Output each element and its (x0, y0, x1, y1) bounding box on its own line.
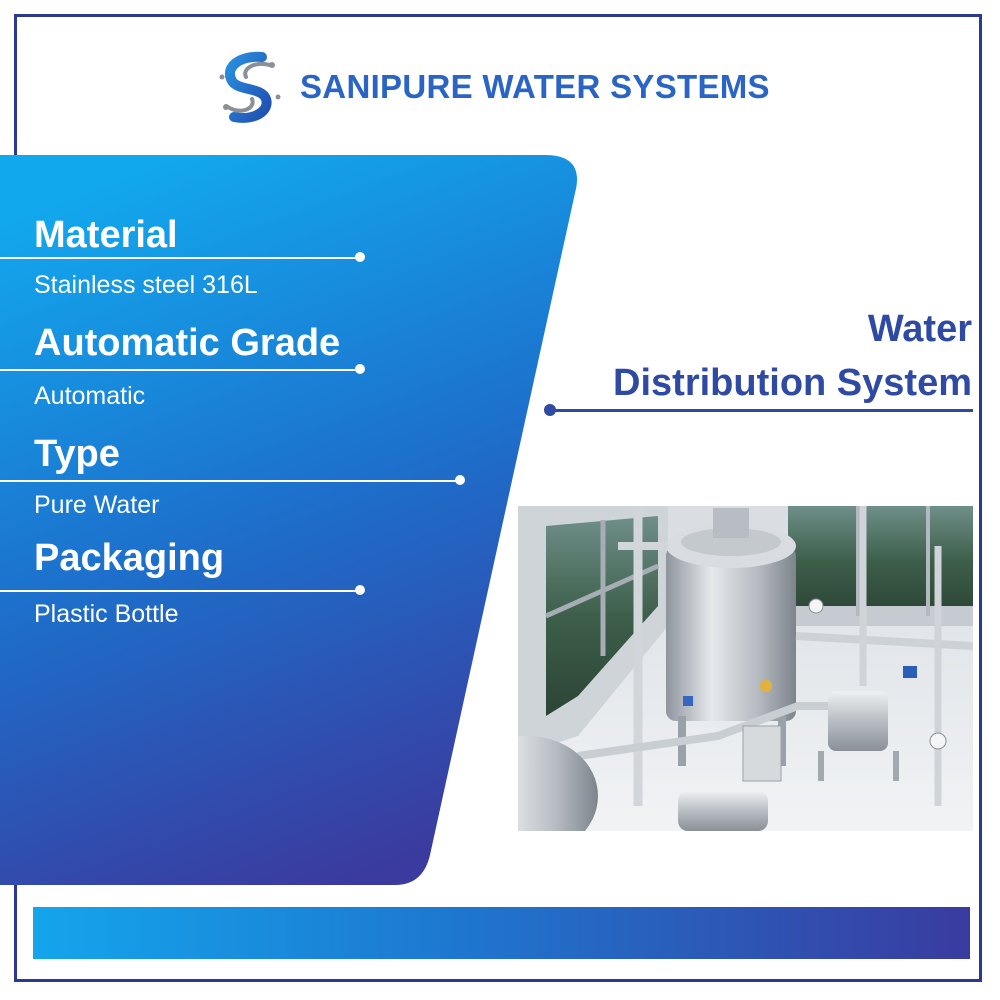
spec-value: Plastic Bottle (34, 600, 179, 628)
spec-divider-dot (355, 364, 365, 374)
spec-title: Automatic Grade (34, 322, 341, 364)
spec-divider (0, 369, 358, 371)
spec-type-value: Pure Water (34, 490, 160, 520)
spec-value: Pure Water (34, 491, 160, 519)
spec-divider (0, 590, 358, 592)
product-title-line1: Water (867, 308, 972, 350)
spec-type: Type (34, 432, 120, 476)
spec-material: Material (34, 213, 178, 257)
title-underline (549, 409, 973, 412)
specs-panel: Material Stainless steel 316L Automatic … (0, 155, 600, 885)
title-underline-dot (544, 404, 556, 416)
spec-value: Stainless steel 316L (34, 271, 258, 299)
product-photo-illustration (518, 506, 973, 831)
spec-title: Material (34, 214, 178, 256)
spec-title: Type (34, 433, 120, 475)
spec-divider (0, 257, 358, 259)
spec-material-value: Stainless steel 316L (34, 270, 258, 300)
footer-gradient-bar (33, 907, 970, 959)
spec-packaging: Packaging (34, 536, 224, 580)
spec-title: Packaging (34, 537, 225, 579)
spec-divider-dot (355, 252, 365, 262)
industrial-water-plant-photo (518, 506, 973, 831)
panel-background (0, 155, 577, 885)
spec-packaging-value: Plastic Bottle (34, 599, 179, 629)
product-title-line2: Distribution System (613, 362, 972, 404)
product-title: Water Distribution System (613, 302, 972, 410)
swirl-s-logo-icon (219, 51, 281, 123)
brand-logo: SANIPURE WATER SYSTEMS (210, 42, 770, 132)
spec-automatic-grade-value: Automatic (34, 381, 145, 411)
spec-automatic-grade: Automatic Grade (34, 321, 340, 365)
spec-value: Automatic (34, 382, 146, 410)
spec-divider-dot (455, 475, 465, 485)
spec-divider (0, 480, 458, 482)
spec-divider-dot (355, 585, 365, 595)
brand-name: SANIPURE WATER SYSTEMS (300, 68, 770, 105)
